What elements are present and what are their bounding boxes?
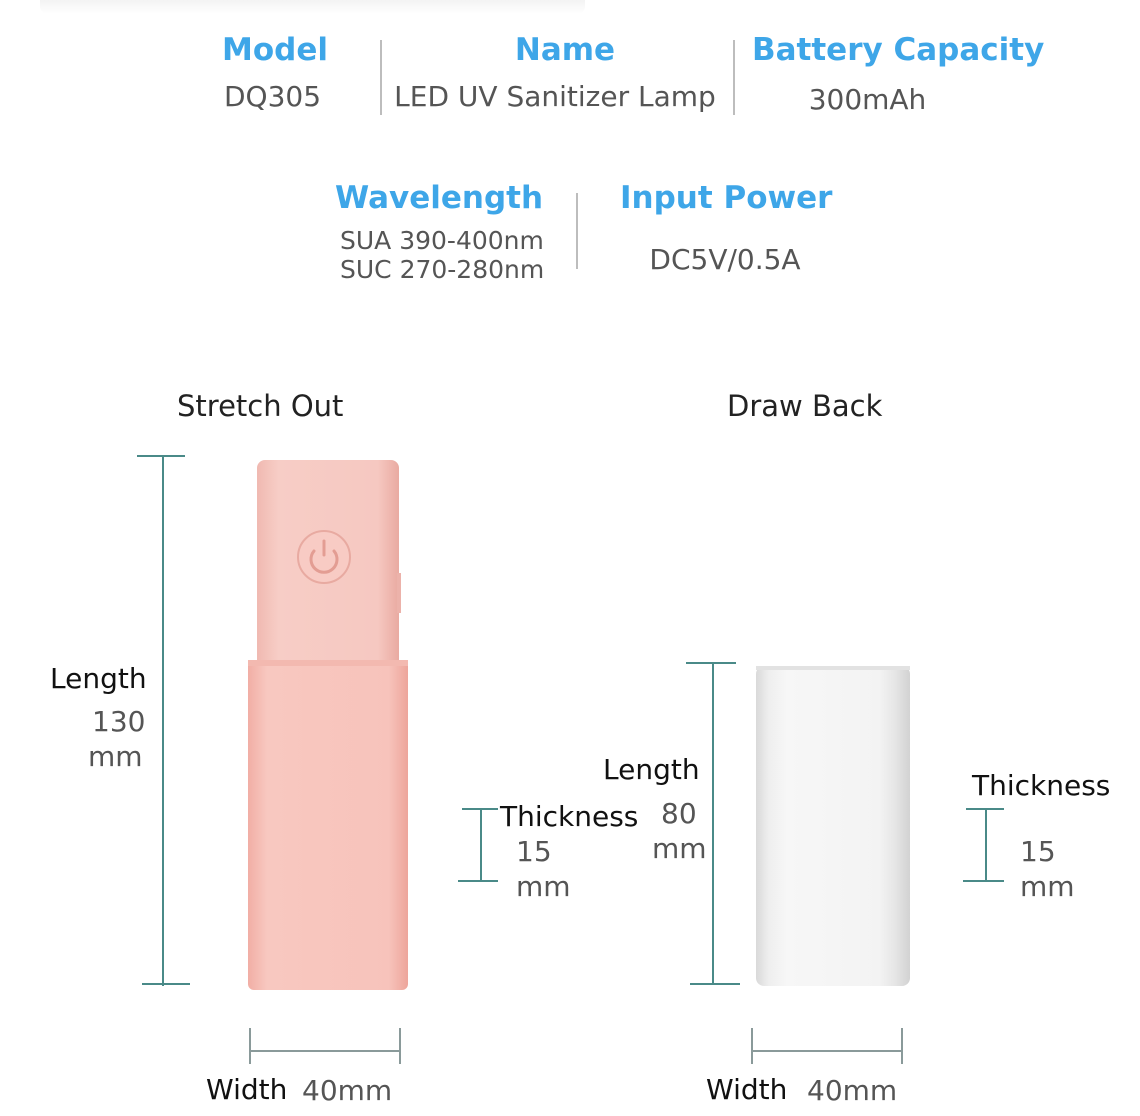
width-dimension-cap-left [751, 1028, 753, 1064]
drawback-width-label: Width [706, 1073, 788, 1106]
wavelength-header: Wavelength [335, 180, 544, 216]
length-dimension-cap-top [137, 455, 185, 457]
width-dimension-cap-left [249, 1028, 251, 1064]
width-dimension-cap-right [399, 1028, 401, 1064]
stretch-width-label: Width [206, 1073, 288, 1106]
thickness-dimension-cap-bottom [458, 880, 498, 882]
stretch-width-value: 40mm [302, 1074, 393, 1107]
stretch-length-value: 130 [92, 705, 146, 738]
length-dimension-cap-bottom [142, 983, 190, 985]
spec-separator [380, 40, 382, 115]
stretch-length-unit: mm [88, 740, 143, 773]
name-header: Name [514, 32, 616, 68]
stretch-thickness-unit: mm [516, 870, 571, 903]
thickness-dimension-cap-top [966, 808, 1004, 810]
stretch-thickness-label: Thickness [500, 800, 639, 833]
spec-separator [576, 193, 578, 269]
length-dimension-line [162, 456, 164, 986]
thickness-dimension-line [985, 808, 987, 882]
drawback-thickness-value: 15 [1020, 835, 1056, 868]
battery-value: 300mAh [808, 83, 927, 116]
width-dimension-line [250, 1050, 400, 1052]
length-dimension-line [712, 663, 714, 985]
thickness-dimension-line [480, 808, 482, 882]
thickness-dimension-cap-top [462, 808, 498, 810]
power-icon [309, 539, 339, 574]
thickness-dimension-cap-bottom [963, 880, 1004, 882]
width-dimension-cap-right [901, 1028, 903, 1064]
stretched-lamp-image [248, 460, 408, 990]
stretch-thickness-value: 15 [516, 835, 552, 868]
wavelength-value-suc: SUC 270-280nm [340, 255, 545, 284]
name-value: LED UV Sanitizer Lamp [394, 80, 716, 113]
drawback-length-value: 80 [661, 797, 697, 830]
drawback-thickness-label: Thickness [972, 769, 1111, 802]
stretch-out-title: Stretch Out [177, 389, 344, 423]
spec-separator [733, 40, 735, 115]
top-divider [40, 0, 585, 14]
wavelength-value-sua: SUA 390-400nm [340, 226, 544, 255]
battery-header: Battery Capacity [752, 32, 1045, 68]
length-dimension-cap-top [686, 662, 736, 664]
model-header: Model [222, 32, 328, 68]
drawback-length-unit: mm [652, 832, 707, 865]
retracted-lamp-image [756, 666, 910, 986]
length-dimension-cap-bottom [690, 983, 740, 985]
model-value: DQ305 [223, 80, 322, 113]
draw-back-title: Draw Back [727, 389, 883, 423]
drawback-length-label: Length [603, 753, 700, 786]
drawback-thickness-unit: mm [1020, 870, 1075, 903]
input-power-header: Input Power [620, 180, 833, 216]
input-power-value: DC5V/0.5A [649, 243, 801, 276]
stretch-length-label: Length [50, 662, 147, 695]
drawback-width-value: 40mm [807, 1074, 898, 1107]
width-dimension-line [752, 1050, 902, 1052]
